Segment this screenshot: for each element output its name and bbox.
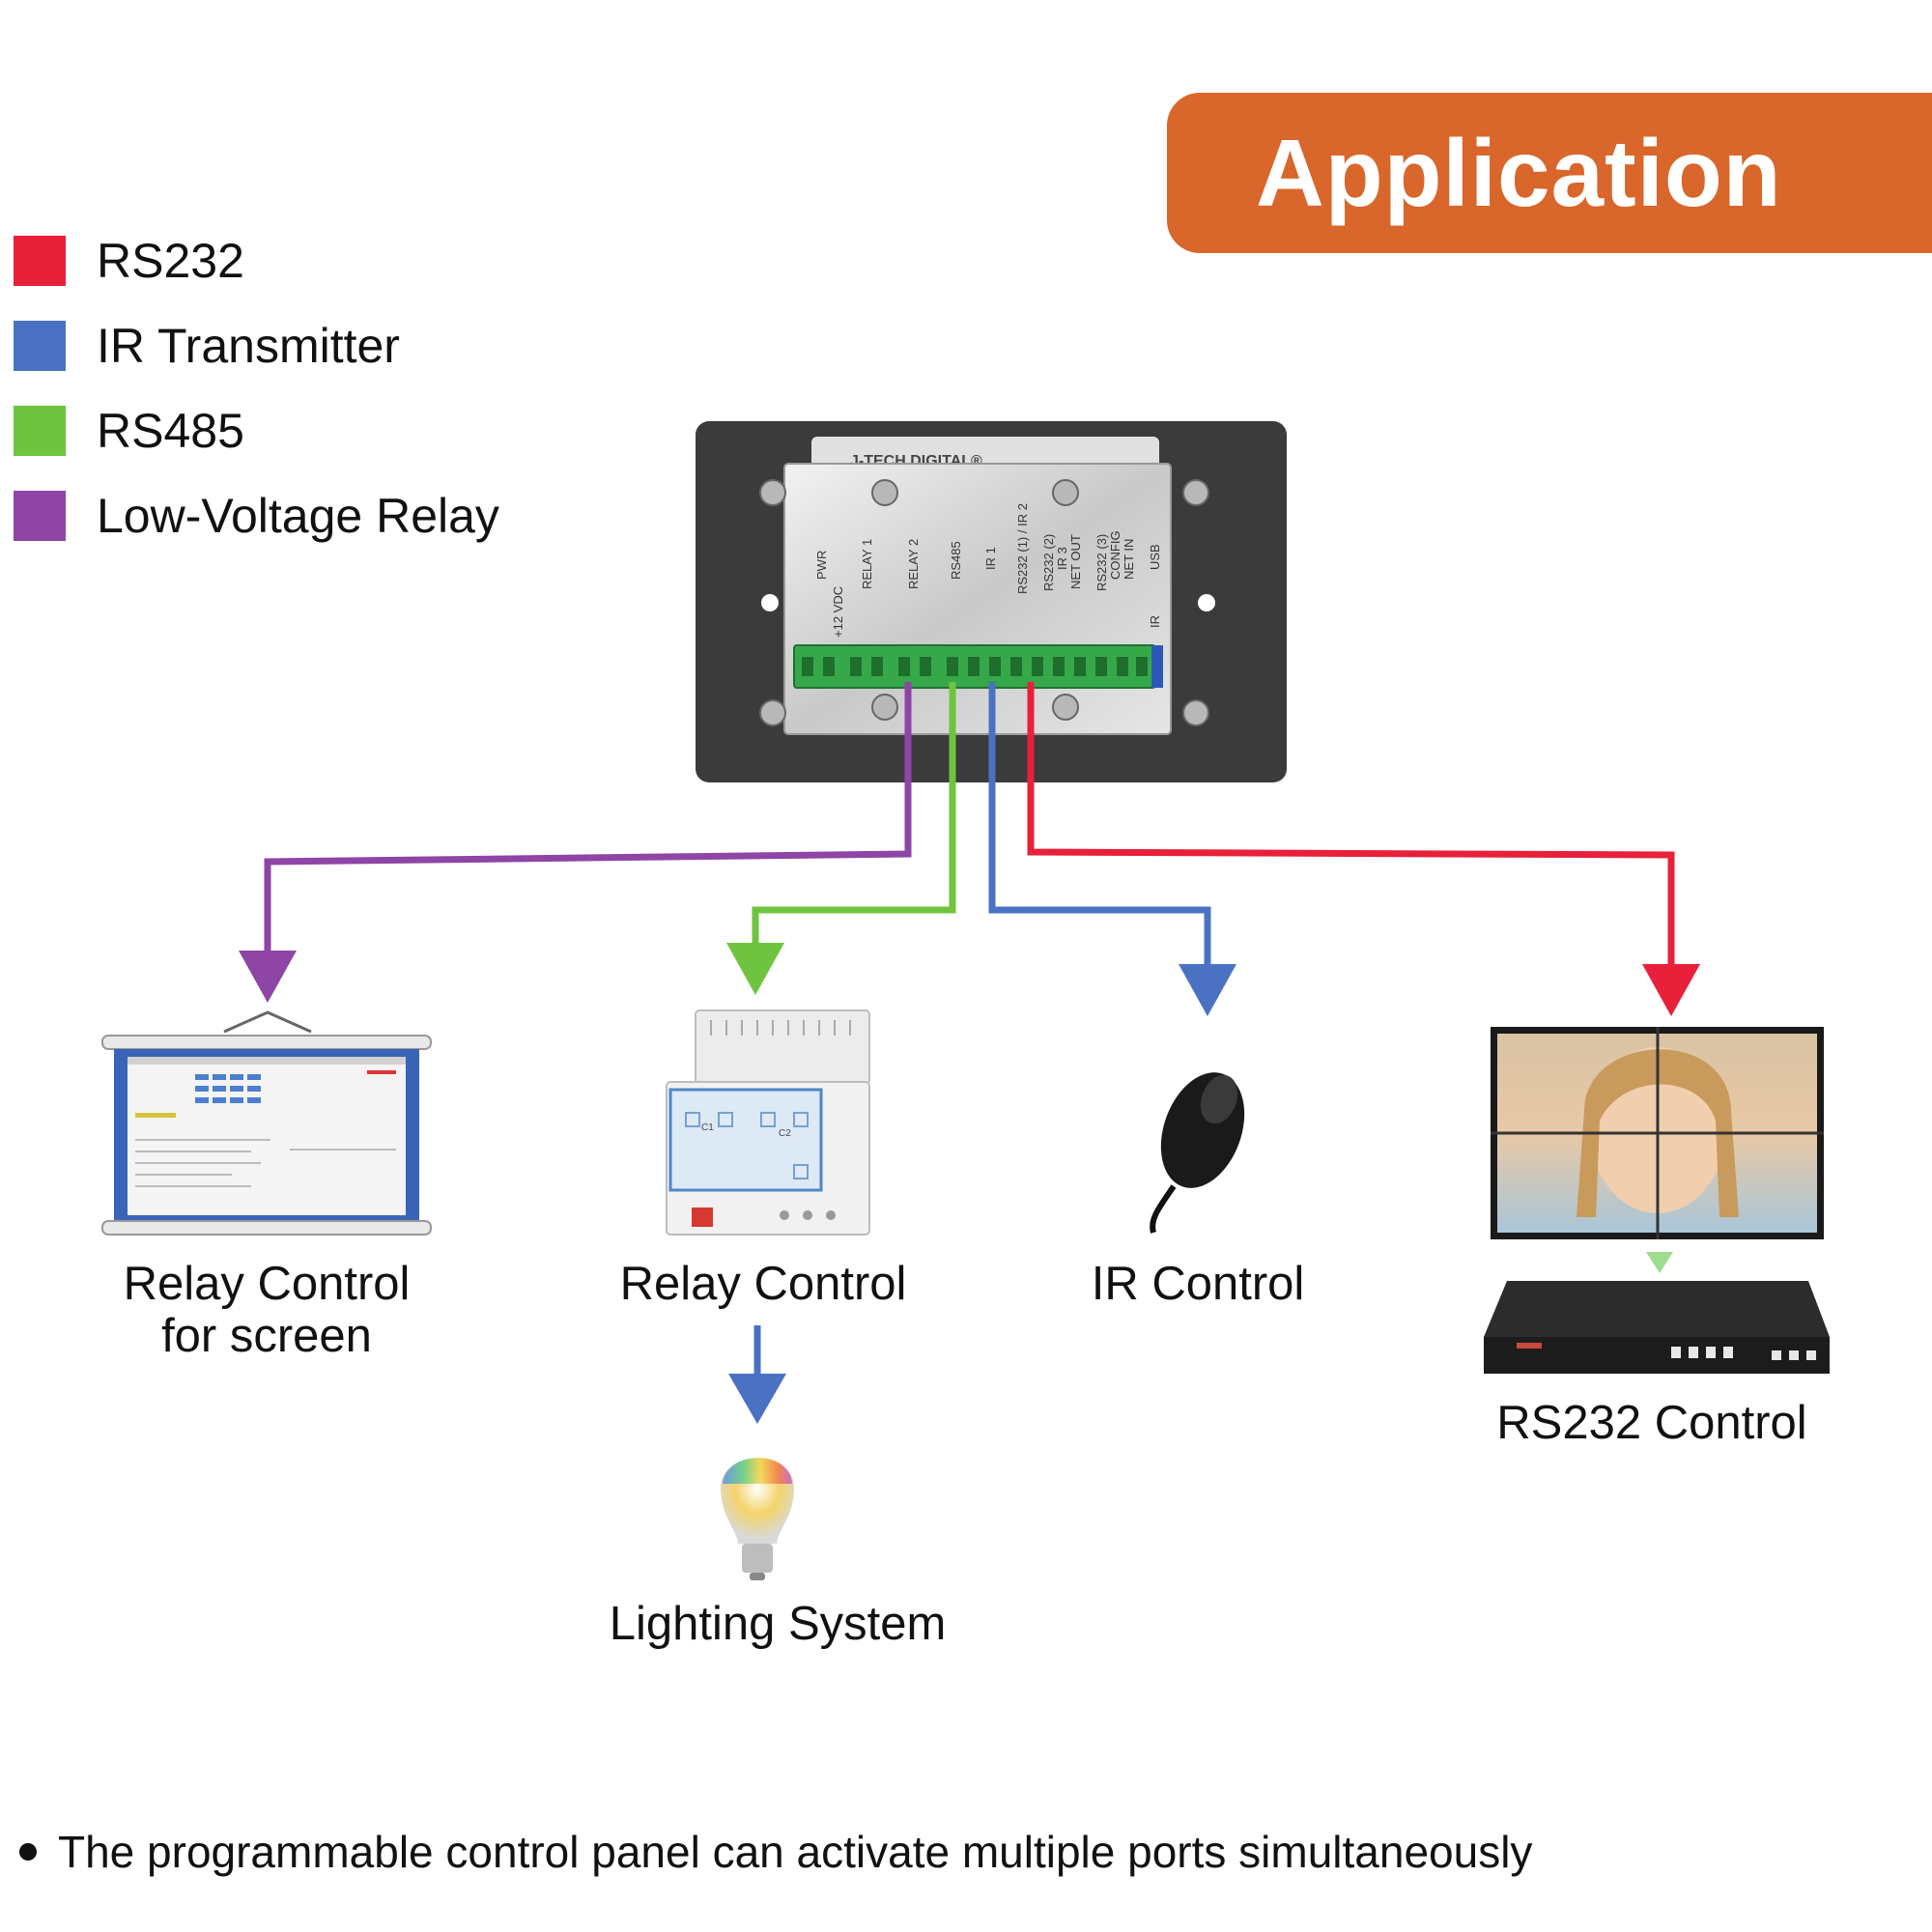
screen-ui-buttons <box>195 1074 261 1103</box>
module-blue-panel <box>668 1088 823 1192</box>
legend-label: RS232 <box>97 234 244 288</box>
ir-emitter-device <box>1150 1072 1245 1234</box>
port-label: +12 VDC <box>831 586 845 638</box>
port-label: IR 3 <box>1055 547 1069 570</box>
screen-relay-label-line1: Relay Control <box>123 1258 411 1310</box>
module-buttons <box>685 1112 809 1179</box>
screen-top-bar <box>101 1035 432 1050</box>
legend-swatch-low-voltage-relay <box>14 491 66 541</box>
rs485-line <box>752 682 956 954</box>
port-label: USB <box>1148 544 1162 570</box>
terminal-pins <box>802 657 1148 676</box>
lighting-system-label: Lighting System <box>609 1598 947 1650</box>
port-label: RS232 (1) / IR 2 <box>1015 503 1030 594</box>
video-wall <box>1491 1027 1824 1239</box>
relay-arrowhead <box>239 951 297 1003</box>
legend-item-rs232: RS232 <box>14 234 244 288</box>
rs232-arrowhead <box>1642 964 1700 1016</box>
connection-arrows <box>239 943 1700 1424</box>
lighting-arrowhead <box>728 1374 786 1424</box>
din-relay-module: C1 C2 <box>666 1009 870 1236</box>
bulb-tip <box>750 1573 765 1580</box>
port-label: RS485 <box>949 541 963 580</box>
ir-emitter-body <box>1160 1072 1245 1188</box>
screen-bottom-bar <box>101 1220 432 1236</box>
port-label: PWR <box>814 551 829 580</box>
mount-hole-left <box>761 594 779 611</box>
footnote: The programmable control panel can activ… <box>19 1826 1532 1878</box>
port-label: IR 1 <box>983 547 998 570</box>
screen-ui-lines <box>135 1139 396 1187</box>
matrix-switcher-device <box>1484 1281 1830 1374</box>
control-panel-device: J-TECH DIGITAL® PWR +12 VDC RELAY 1 RELA… <box>696 421 1287 782</box>
ir-emitter-lens <box>1200 1074 1238 1124</box>
relay-line <box>264 682 912 962</box>
video-switch-arrowhead <box>1646 1252 1673 1273</box>
module-red-switch <box>692 1208 713 1227</box>
legend-swatch-rs485 <box>14 406 66 456</box>
port-label: NET OUT <box>1068 534 1083 589</box>
relay-control-label: Relay Control <box>619 1258 907 1310</box>
module-c2-label: C2 <box>779 1128 791 1139</box>
projector-screen <box>101 1010 432 1236</box>
bullet-icon <box>19 1843 37 1861</box>
device-screws <box>759 479 1209 726</box>
page-title: Application <box>1256 119 1782 226</box>
legend-label: Low-Voltage Relay <box>97 489 499 543</box>
port-label: NET IN <box>1122 539 1136 580</box>
screen-red-bar <box>367 1070 396 1074</box>
mount-hole-right <box>1198 594 1215 611</box>
rs232-control-label: RS232 Control <box>1496 1397 1807 1449</box>
legend-item-ir-transmitter: IR Transmitter <box>14 319 400 373</box>
bulb-base <box>742 1544 773 1573</box>
switcher-top <box>1484 1281 1830 1337</box>
legend-label: IR Transmitter <box>97 319 400 373</box>
port-label: RS232 (2) <box>1041 534 1056 591</box>
module-top <box>695 1009 870 1085</box>
module-c1-label: C1 <box>701 1122 714 1133</box>
rs232-line <box>1027 682 1675 976</box>
port-label: CONFIG <box>1108 530 1122 580</box>
module-terminal-screws <box>780 1210 836 1220</box>
port-label: IR <box>1148 615 1162 628</box>
screen-window-header <box>128 1057 406 1065</box>
ir-emitter-cable <box>1150 1184 1177 1234</box>
bulb-rainbow-top <box>723 1458 792 1484</box>
smart-bulb <box>721 1458 794 1580</box>
port-label: RELAY 1 <box>860 539 874 589</box>
screen-relay-label-line2: for screen <box>161 1310 372 1362</box>
port-label: RS232 (3) <box>1094 534 1109 591</box>
legend-swatch-ir-transmitter <box>14 321 66 371</box>
footnote-text: The programmable control panel can activ… <box>58 1827 1533 1877</box>
legend-item-rs485: RS485 <box>14 404 244 458</box>
screen-software-window <box>128 1057 406 1215</box>
screen-hanger <box>223 1010 312 1034</box>
legend-item-low-voltage-relay: Low-Voltage Relay <box>14 489 499 543</box>
ir-control-label: IR Control <box>1091 1258 1305 1310</box>
legend-swatch-rs232 <box>14 236 66 286</box>
port-label: RELAY 2 <box>906 539 921 589</box>
rs485-arrowhead <box>726 943 784 995</box>
ir-line <box>988 682 1211 976</box>
video-wall-hair <box>1577 1049 1739 1217</box>
screen-relay-label: Relay Control for screen <box>102 1258 431 1362</box>
application-banner: Application <box>1167 93 1932 253</box>
screen-yellow-text <box>135 1113 176 1118</box>
legend-label: RS485 <box>97 404 244 458</box>
usb-port <box>1151 645 1163 688</box>
module-vents <box>710 1020 851 1036</box>
switcher-logo <box>1517 1343 1542 1349</box>
switcher-buttons <box>1671 1347 1816 1360</box>
ir-arrowhead <box>1179 964 1236 1016</box>
connection-lines <box>264 682 1675 1383</box>
